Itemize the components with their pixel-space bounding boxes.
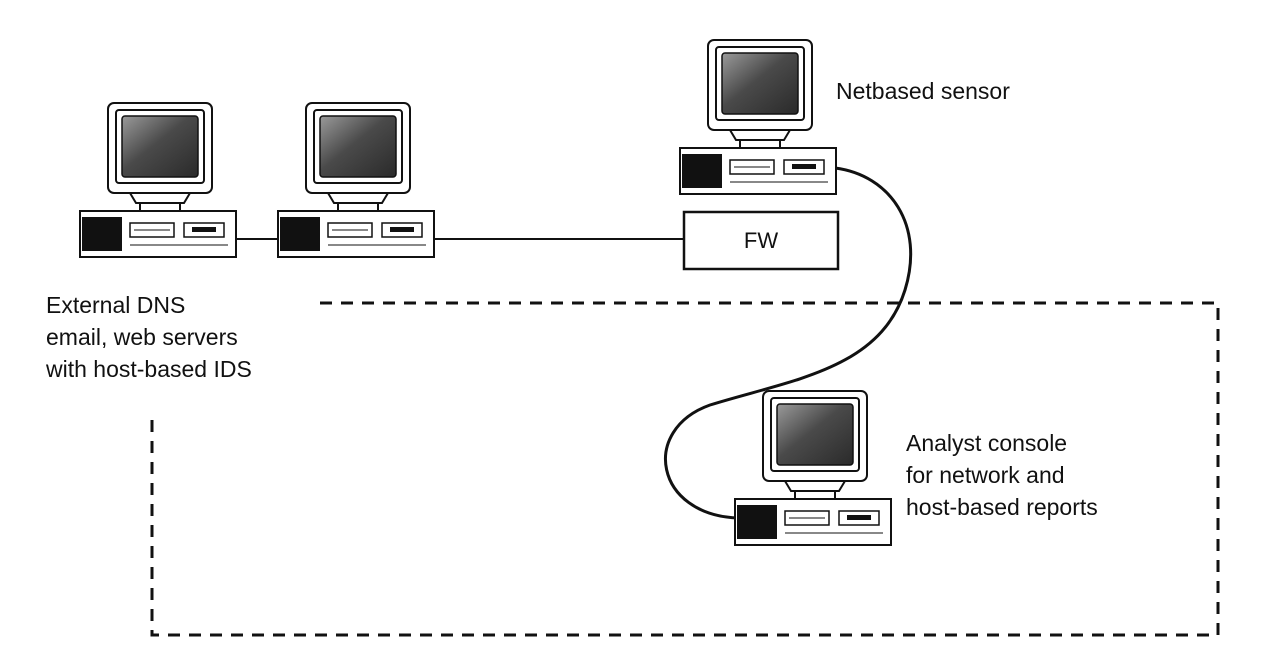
- sensor-label: Netbased sensor: [836, 78, 1010, 104]
- firewall-label: FW: [743, 227, 779, 253]
- firewall-box: [682, 210, 840, 271]
- internal-network-boundary: [150, 301, 1220, 637]
- analyst-console-label-line-1: Analyst console: [906, 430, 1068, 456]
- external-servers-label-line-2: email, web servers: [46, 324, 238, 350]
- external-servers-label-line-3: with host-based IDS: [46, 356, 252, 382]
- link-sensor-console: [664, 166, 913, 520]
- analyst-console-label: Analyst console for network and host-bas…: [906, 427, 1098, 523]
- external-servers-label: External DNS email, web servers with hos…: [46, 289, 252, 385]
- server-2-computer-icon: [277, 102, 435, 258]
- analyst-console-label-line-3: host-based reports: [906, 494, 1098, 520]
- analyst-console-label-line-2: for network and: [906, 462, 1065, 488]
- server-1-computer-icon: [79, 102, 237, 258]
- netbased-sensor-computer-icon: [679, 39, 837, 195]
- analyst-console-computer-icon: [734, 390, 892, 546]
- external-servers-label-line-1: External DNS: [46, 292, 186, 318]
